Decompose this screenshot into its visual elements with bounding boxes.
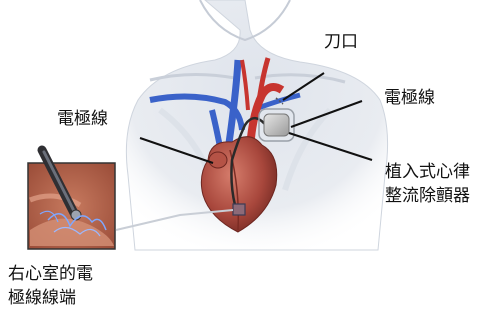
lead-tip-inset: [28, 150, 115, 249]
label-tip-line2: 極線線端: [8, 286, 93, 310]
label-lead-left: 電極線: [57, 107, 108, 131]
label-icd-line1: 植入式心律: [385, 160, 470, 184]
label-incision: 刀口: [324, 30, 358, 54]
label-lead-right: 電極線: [384, 86, 435, 110]
label-icd-line2: 整流除顫器: [385, 184, 470, 208]
lead-tip-marker: [233, 204, 245, 215]
label-lead-tip: 右心室的電 極線線端: [8, 262, 93, 310]
label-icd: 植入式心律 整流除顫器: [385, 160, 470, 208]
label-tip-line1: 右心室的電: [8, 262, 93, 286]
